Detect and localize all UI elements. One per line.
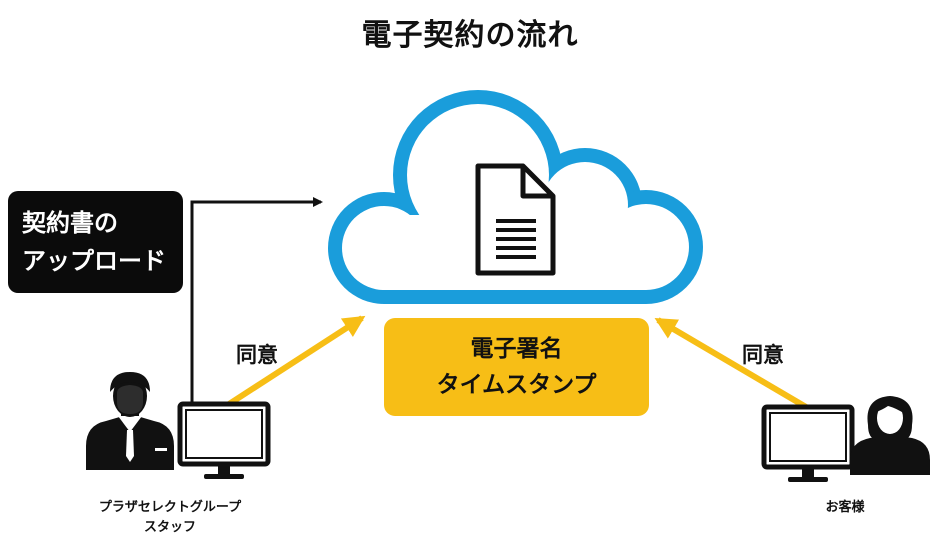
staff-caption-line2: スタッフ bbox=[143, 520, 196, 535]
signature-label: 電子署名 bbox=[470, 336, 563, 362]
upload-label-line2: アップロード bbox=[22, 247, 166, 275]
signature-timestamp-box: 電子署名 タイムスタンプ bbox=[384, 318, 649, 416]
document-icon bbox=[475, 163, 556, 276]
staff-caption-line1: プラザセレクトグループ bbox=[98, 500, 242, 515]
agree-arrow-right bbox=[654, 317, 808, 410]
agree-label-left: 同意 bbox=[236, 343, 278, 367]
staff-caption: プラザセレクトグループ スタッフ bbox=[60, 498, 280, 538]
upload-label-box: 契約書の アップロード bbox=[8, 191, 183, 293]
timestamp-label: タイムスタンプ bbox=[436, 372, 597, 398]
agree-arrow-left bbox=[224, 315, 366, 409]
diagram-title: 電子契約の流れ bbox=[361, 18, 579, 53]
agree-label-right: 同意 bbox=[742, 343, 784, 367]
staff-person-icon bbox=[86, 372, 174, 470]
upload-arrow bbox=[190, 197, 323, 418]
upload-label-line1: 契約書の bbox=[22, 209, 118, 237]
customer-monitor-icon bbox=[761, 404, 855, 482]
customer-person-icon bbox=[850, 396, 930, 475]
customer-caption: お客様 bbox=[825, 500, 865, 515]
staff-monitor-icon bbox=[177, 401, 271, 479]
